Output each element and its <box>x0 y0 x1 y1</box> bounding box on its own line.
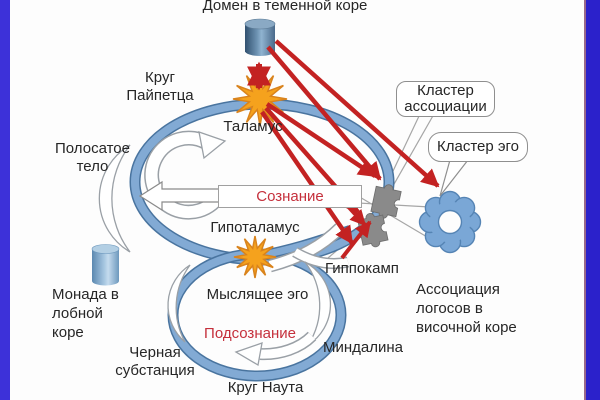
gear-flower-icon <box>418 190 482 254</box>
thalamus-starburst-icon <box>232 71 288 127</box>
label-striatum: Полосатое тело <box>55 140 130 175</box>
monad-cylinder-icon <box>91 244 120 286</box>
label-substantia-nigra: Черная субстанция <box>115 344 195 379</box>
label-papez-circuit: Круг Пайпетца <box>126 69 194 104</box>
label-amygdala: Миндалина <box>323 339 404 356</box>
junction-ribbon <box>268 223 350 273</box>
domain-cylinder-icon <box>244 18 276 56</box>
label-hypothalamus: Гипоталамус <box>210 219 300 236</box>
lower-left-crescent <box>167 264 191 343</box>
consciousness-block-arrow <box>138 180 221 212</box>
label-thinking-ego: Мыслящее эго <box>206 286 309 303</box>
cluster-ego-bubble: Кластер эго <box>428 132 528 162</box>
label-nauta-circuit: Круг Наута <box>227 379 304 396</box>
striatum-crescent <box>98 144 131 253</box>
label-hippocampus: Гиппокамп <box>325 260 399 277</box>
label-thalamus: Таламус <box>223 118 283 135</box>
label-monad-frontal: Монада в лобной коре <box>52 286 119 341</box>
right-frame-border <box>584 0 586 400</box>
bubble-ego-tail <box>439 159 470 197</box>
upper-cycle-arrow <box>144 130 228 220</box>
left-frame-border <box>0 0 10 400</box>
label-logos-association: Ассоциация логосов в височной коре <box>416 281 517 336</box>
label-domain-parietal: Домен в теменной коре <box>202 0 368 14</box>
hypothalamus-starburst-icon <box>233 235 277 279</box>
cluster-association-bubble: Кластер ассоциации <box>396 81 495 117</box>
right-frame-border-main <box>586 0 600 400</box>
label-subconscious: Подсознание <box>204 325 296 342</box>
consciousness-box: Сознание <box>218 185 362 208</box>
lower-cycle-arrow <box>234 331 317 367</box>
